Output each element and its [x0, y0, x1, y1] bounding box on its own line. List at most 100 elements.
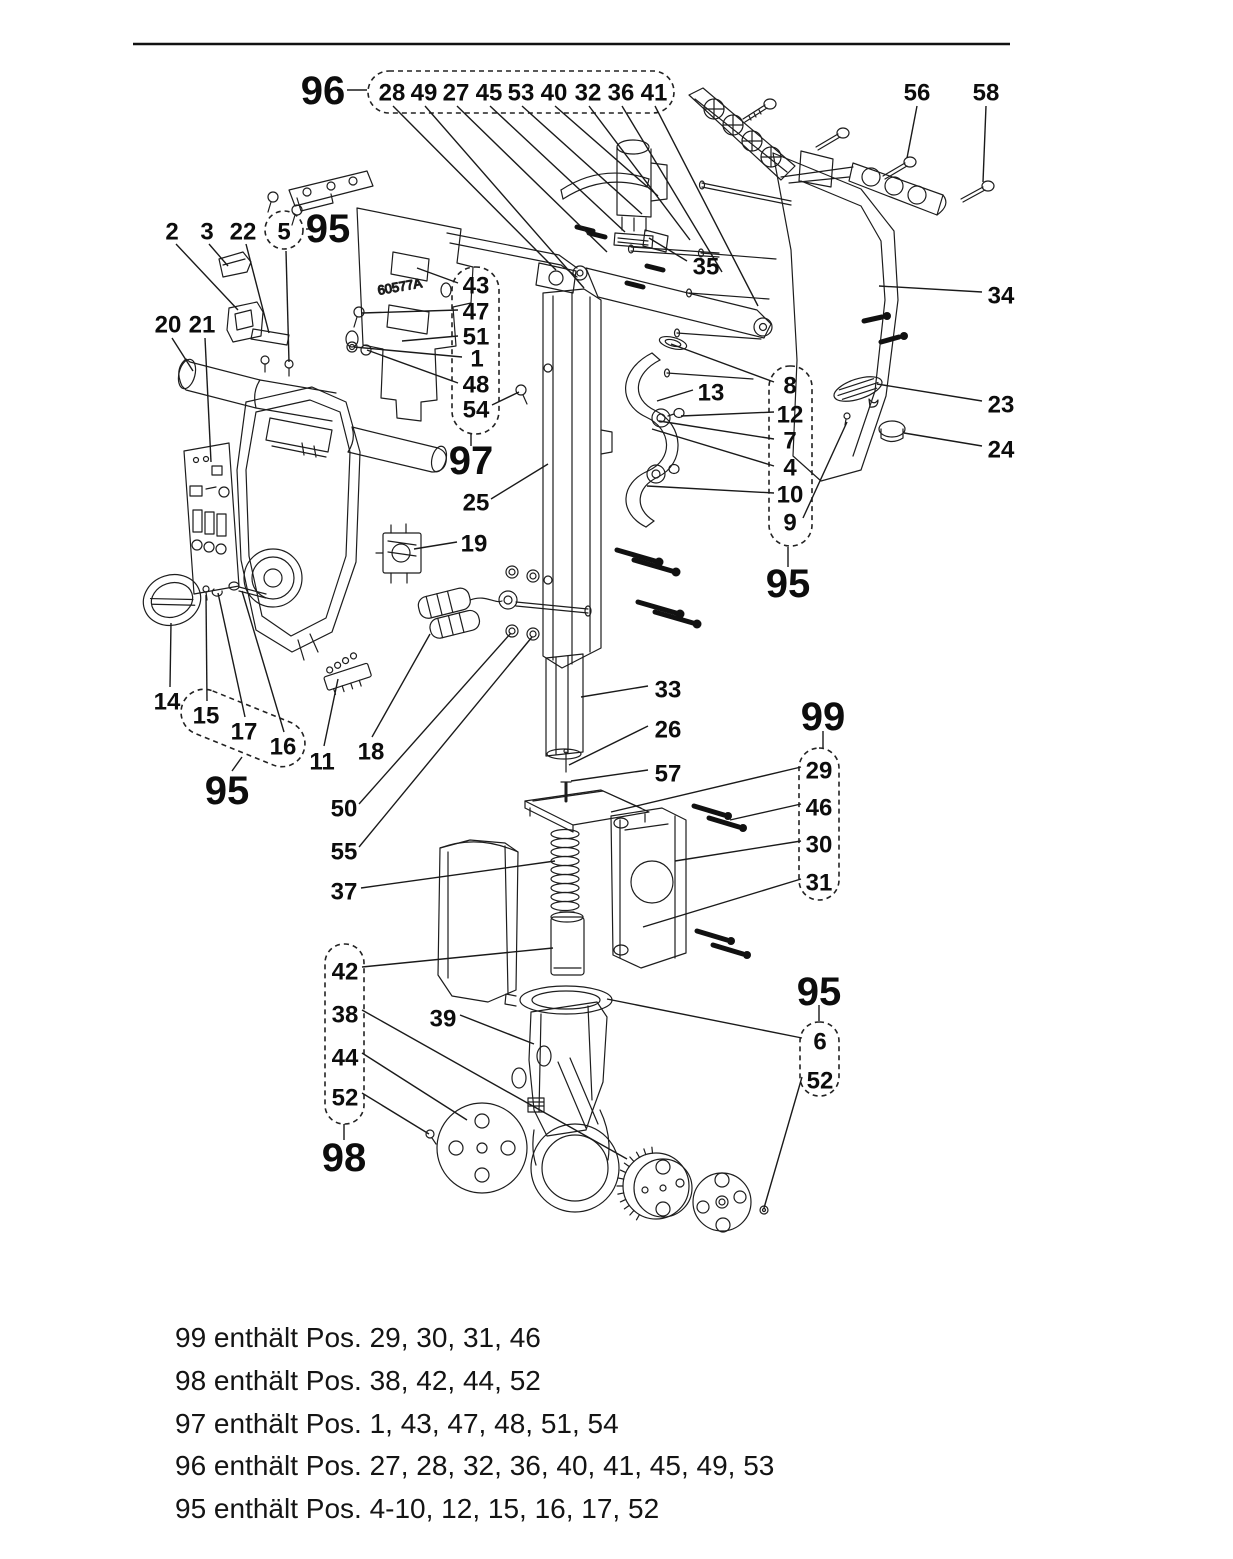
leader-line	[654, 105, 759, 307]
leader-line	[358, 632, 512, 805]
leader-line	[171, 337, 194, 372]
group-outline	[799, 1021, 840, 1097]
grille-and-cap	[833, 376, 906, 443]
upper-handle-rails	[688, 87, 995, 216]
part-label-4: 4	[783, 455, 797, 482]
leader-line	[241, 590, 285, 733]
part-label-36: 36	[608, 80, 635, 107]
part-label-27: 27	[443, 80, 470, 107]
part-label-57: 57	[655, 761, 682, 788]
assembly-label-99: 99	[801, 695, 846, 739]
leader-line	[392, 105, 557, 271]
part-label-48: 48	[463, 372, 490, 399]
part-label-22: 22	[230, 219, 257, 246]
handlebar-console	[177, 358, 448, 661]
leader-line	[491, 391, 520, 406]
part-label-46: 46	[806, 795, 833, 822]
group-outlines-layer	[180, 70, 840, 1125]
lever-linkage	[446, 172, 773, 339]
part-label-17: 17	[231, 719, 258, 746]
leader-lines-layer	[169, 89, 987, 1209]
leader-line	[217, 592, 246, 718]
part-label-31: 31	[806, 870, 833, 897]
lower-cover	[437, 839, 519, 1003]
leader-line	[580, 685, 649, 698]
leader-line	[568, 725, 649, 766]
leader-line	[401, 335, 459, 342]
leader-line	[982, 105, 987, 183]
part-label-23: 23	[988, 392, 1015, 419]
part-label-40: 40	[541, 80, 568, 107]
rear-bracket-30	[610, 803, 751, 969]
leader-line	[588, 105, 691, 241]
part-label-3: 3	[200, 219, 213, 246]
leader-line	[358, 636, 533, 848]
part-label-21: 21	[189, 312, 216, 339]
part-label-13: 13	[698, 380, 725, 407]
leader-line	[205, 594, 208, 702]
part-label-1: 1	[470, 346, 483, 373]
leader-line	[658, 420, 775, 440]
leader-line	[366, 349, 459, 384]
part-label-25: 25	[463, 490, 490, 517]
leader-line	[646, 485, 775, 494]
height-plate-29	[524, 789, 650, 833]
part-label-52: 52	[332, 1085, 359, 1112]
mast-column	[505, 224, 702, 669]
assembly-label-95: 95	[205, 769, 250, 813]
part-label-15: 15	[193, 703, 220, 730]
cable-guide	[625, 335, 688, 528]
clamp-housing-39	[504, 985, 620, 1213]
footnote-line: 97 enthält Pos. 1, 43, 47, 48, 51, 54	[175, 1407, 619, 1439]
part-label-44: 44	[332, 1045, 359, 1072]
leader-line	[361, 1092, 430, 1135]
part-label-19: 19	[461, 531, 488, 558]
part-label-55: 55	[331, 839, 358, 866]
leader-line	[554, 105, 659, 197]
part-label-8: 8	[783, 373, 796, 400]
footnotes: 99 enthält Pos. 29, 30, 31, 46 98 enthäl…	[175, 1317, 774, 1531]
leader-line	[413, 541, 458, 550]
part-label-43: 43	[463, 273, 490, 300]
part-label-42: 42	[332, 959, 359, 986]
leader-line	[729, 803, 802, 821]
leader-line	[459, 1014, 535, 1045]
part-label-49: 49	[411, 80, 438, 107]
wire-connectors	[417, 587, 592, 639]
part-label-53: 53	[508, 80, 535, 107]
leader-line	[360, 860, 556, 889]
leader-line	[285, 250, 290, 363]
part-label-24: 24	[988, 437, 1015, 464]
leader-line	[674, 840, 802, 862]
part-label-30: 30	[806, 832, 833, 859]
leader-line	[621, 105, 723, 273]
rotary-knob	[142, 573, 267, 627]
part-label-33: 33	[655, 677, 682, 704]
leader-line	[489, 105, 626, 233]
leader-line	[876, 383, 983, 402]
leader-line	[231, 756, 243, 772]
part-label-54: 54	[463, 397, 490, 424]
footnote-line: 98 enthält Pos. 38, 42, 44, 52	[175, 1364, 541, 1396]
group-outline	[451, 266, 500, 435]
leader-line	[323, 678, 339, 747]
leader-line	[648, 237, 688, 262]
leader-line	[906, 105, 918, 159]
inner-channel-33	[545, 653, 584, 803]
leader-line	[651, 428, 775, 467]
leader-line	[353, 346, 463, 358]
leader-line	[361, 947, 554, 968]
part-label-2: 2	[165, 219, 178, 246]
leader-line	[424, 105, 585, 289]
part-label-56: 56	[904, 80, 931, 107]
footnote-line: 95 enthält Pos. 4-10, 12, 15, 16, 17, 52	[175, 1493, 660, 1525]
leader-line	[245, 243, 270, 334]
leader-line	[416, 267, 459, 284]
top-mount-strip	[267, 170, 374, 226]
part-label-20: 20	[155, 312, 182, 339]
part-label-10: 10	[777, 482, 804, 509]
part-label-14: 14	[154, 689, 181, 716]
leader-line	[456, 105, 608, 253]
